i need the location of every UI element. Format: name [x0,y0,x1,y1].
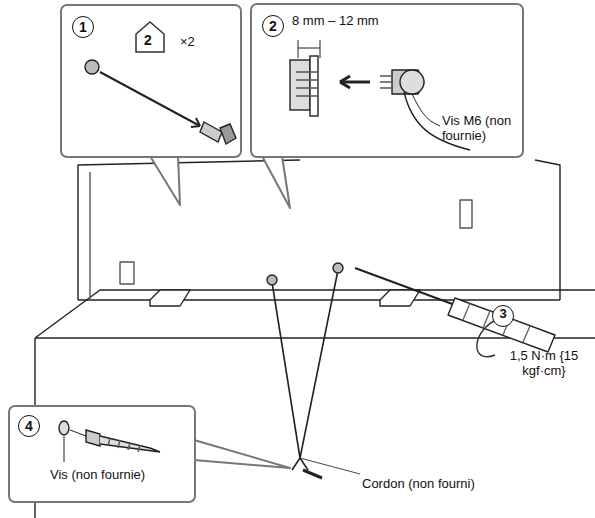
callout-box: 4Vis (non fournie) [8,405,196,503]
node-text: Vis (non fournie) [50,467,190,482]
callout-box: 1 ×2 2 [60,4,242,158]
page-ref-icon: 2 [134,20,166,54]
node-text: 2 [144,33,152,48]
node-text: 8 mm – 12 mm [292,13,379,28]
callout-box: 2 8 mm – 12 mm Vis M6 (non fournie) [250,3,524,158]
callout-number: 4 [18,415,40,437]
callout-number: 3 [492,305,514,327]
callout-number: 1 [72,16,94,38]
part-label: 1,5 N·m {15 kgf·cm} [496,348,592,378]
node-text: Vis M6 (non fournie) [442,113,522,143]
node-text: ×2 [180,34,195,49]
part-label: Cordon (non fourni) [362,476,475,491]
callout-number: 2 [262,15,284,37]
